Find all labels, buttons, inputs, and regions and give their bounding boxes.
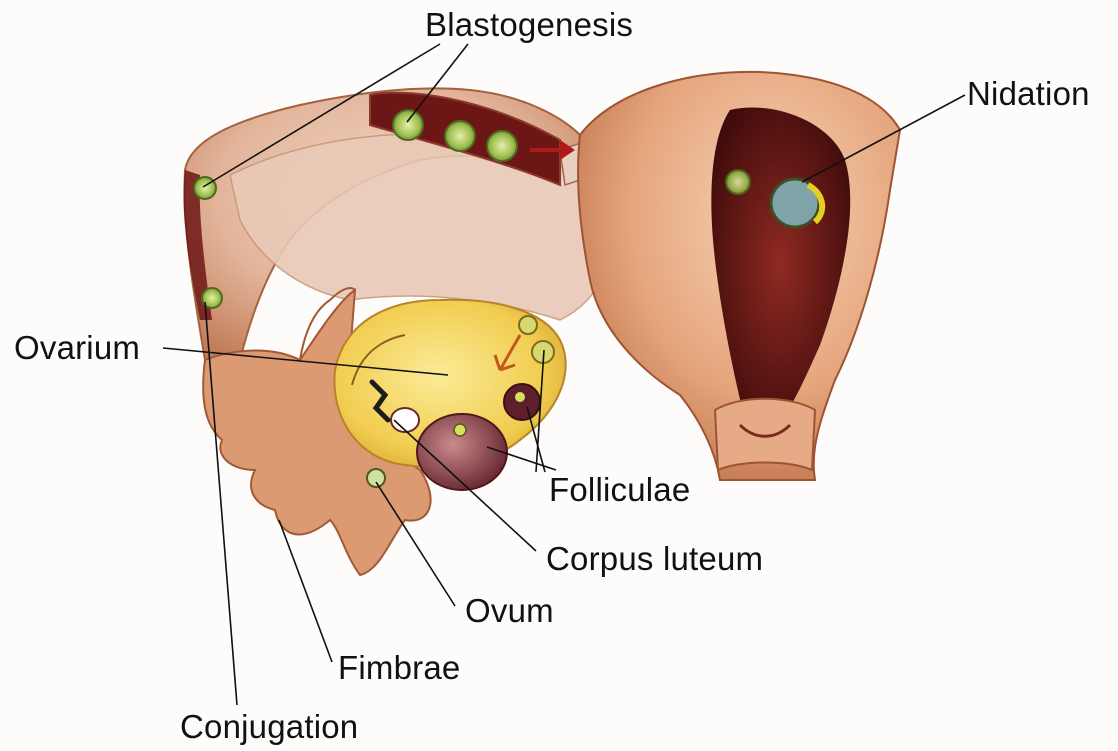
embryo xyxy=(393,110,423,140)
label-blastogenesis: Blastogenesis xyxy=(425,8,633,41)
label-conjugation: Conjugation xyxy=(180,710,358,743)
embryo xyxy=(445,121,475,151)
embryo xyxy=(487,131,517,161)
embryo xyxy=(726,170,750,194)
label-ovarium: Ovarium xyxy=(14,331,140,364)
label-folliculae: Folliculae xyxy=(549,473,690,506)
label-ovum: Ovum xyxy=(465,594,554,627)
follicle xyxy=(504,384,540,420)
cervix xyxy=(715,399,815,470)
label-corpus-luteum: Corpus luteum xyxy=(546,542,763,575)
label-fimbrae: Fimbrae xyxy=(338,651,460,684)
label-nidation: Nidation xyxy=(967,77,1090,110)
ovum xyxy=(367,469,385,487)
follicle xyxy=(519,316,537,334)
